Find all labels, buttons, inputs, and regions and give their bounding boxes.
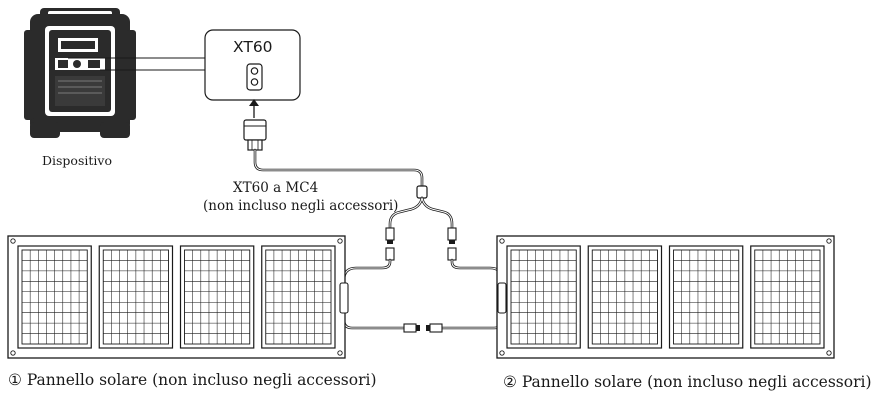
y-splitter xyxy=(416,185,428,199)
xt60-plug xyxy=(243,119,267,151)
callout-lines xyxy=(68,57,205,71)
solar-cell-module xyxy=(261,245,336,349)
panel-1-label: ① Pannello solare (non incluso negli acc… xyxy=(8,371,377,389)
panel-2-label: ② Pannello solare (non incluso negli acc… xyxy=(503,373,872,391)
solar-cell-module xyxy=(587,245,663,349)
arrow-up-icon xyxy=(249,99,259,118)
solar-cell-module xyxy=(98,245,174,349)
cable-label: XT60 a MC4 xyxy=(233,180,319,196)
mc4-end-connector-right xyxy=(426,323,443,333)
solar-cell-module xyxy=(506,245,581,349)
solar-panel-2 xyxy=(496,235,835,359)
mc4-end-connector-left xyxy=(403,323,420,333)
device-label: Dispositivo xyxy=(42,153,112,168)
mc4-connectors-right xyxy=(447,227,457,261)
solar-cell-module xyxy=(750,245,825,349)
solar-cell-module xyxy=(17,245,92,349)
xt60-port-label: XT60 xyxy=(233,38,273,56)
cable-note: (non incluso negli accessori) xyxy=(203,198,399,214)
panel-junction-box-left xyxy=(339,282,349,314)
solar-cell-module xyxy=(668,245,744,349)
power-station-device xyxy=(24,8,136,138)
panel-junction-box-right xyxy=(497,282,507,314)
solar-panel-1 xyxy=(7,235,346,359)
xt60-port-callout xyxy=(204,29,301,101)
solar-cell-module xyxy=(179,245,255,349)
mc4-connectors-left xyxy=(385,227,395,261)
